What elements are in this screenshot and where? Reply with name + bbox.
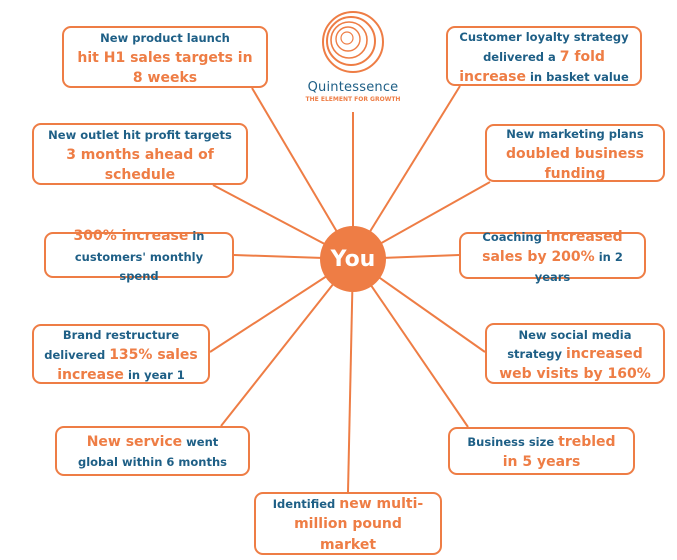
- body-text: in 2 years: [534, 249, 623, 284]
- body-text: Customer loyalty strategy delivered a: [459, 30, 629, 64]
- highlight-text: doubled business funding: [505, 145, 645, 182]
- highlight-text: 135% sales increase: [57, 346, 198, 383]
- body-text: Brand restructure delivered: [44, 328, 180, 362]
- box-text: 300% increase in customers' monthly spen…: [54, 225, 224, 284]
- body-text: went global within 6 months: [77, 435, 227, 470]
- body-text: New social media strategy: [507, 327, 632, 362]
- box-text: Coaching increased sales by 200% in 2 ye…: [469, 226, 636, 286]
- spiral-logo-icon: [322, 11, 384, 73]
- box-monthly-spend: 300% increase in customers' monthly spen…: [44, 228, 234, 283]
- box-social-media: New social media strategy increased web …: [485, 323, 665, 384]
- body-text: Coaching: [482, 229, 546, 244]
- hub-you: You: [320, 226, 386, 292]
- highlight-text: hit H1 sales targets in 8 weeks: [77, 49, 253, 86]
- box-coaching: Coaching increased sales by 200% in 2 ye…: [459, 229, 646, 284]
- box-text: New social media strategy increased web …: [495, 324, 655, 384]
- highlight-text: 3 months ahead of schedule: [66, 146, 214, 183]
- box-text: New outlet hit profit targets 3 months ah…: [42, 124, 238, 184]
- body-text: Business size: [467, 434, 559, 449]
- box-text: Customer loyalty strategy delivered a 7 …: [456, 26, 632, 86]
- body-text: in basket value: [525, 69, 629, 84]
- highlight-text: new multi-million pound market: [294, 496, 424, 553]
- connector-line: [352, 85, 461, 260]
- box-product-launch: New product launch hit H1 sales targets i…: [62, 26, 268, 88]
- body-text: New outlet hit profit targets: [48, 128, 232, 143]
- body-text: New product launch: [100, 31, 230, 46]
- box-new-service: New service went global within 6 months: [55, 426, 250, 476]
- highlight-text: increased web visits by 160%: [499, 346, 651, 383]
- quintessence-logo: Quintessence THE ELEMENT FOR GROWTH: [303, 6, 403, 112]
- logo-tagline: THE ELEMENT FOR GROWTH: [305, 96, 401, 103]
- box-text: New product launch hit H1 sales targets i…: [72, 27, 258, 87]
- body-text: New marketing plans: [506, 127, 644, 142]
- logo-name: Quintessence: [307, 80, 399, 95]
- box-business-size: Business size trebled in 5 years: [448, 427, 635, 475]
- connector-line: [352, 258, 469, 428]
- connector-line: [220, 258, 354, 427]
- body-text: Identified: [272, 497, 340, 512]
- highlight-text: 300% increase: [73, 228, 189, 245]
- box-text: Identified new multi-million pound marke…: [264, 493, 432, 553]
- highlight-text: 7 fold increase: [459, 48, 605, 85]
- highlight-text: trebled in 5 years: [502, 433, 616, 470]
- box-marketing-plans: New marketing plans doubled business fund…: [485, 124, 665, 182]
- box-text: Brand restructure delivered 135% sales i…: [42, 324, 200, 384]
- highlight-text: New service: [86, 434, 183, 451]
- highlight-text: increased sales by 200%: [482, 228, 623, 265]
- body-text: in year 1: [123, 367, 185, 382]
- body-text: in customers' monthly spend: [74, 229, 205, 284]
- box-loyalty-strategy: Customer loyalty strategy delivered a 7 …: [446, 26, 642, 86]
- box-text: Business size trebled in 5 years: [458, 431, 625, 471]
- box-text: New service went global within 6 months: [65, 431, 240, 471]
- box-new-market: Identified new multi-million pound marke…: [254, 492, 442, 555]
- connector-line: [347, 258, 354, 493]
- box-new-outlet: New outlet hit profit targets 3 months ah…: [32, 123, 248, 185]
- box-brand-restructure: Brand restructure delivered 135% sales i…: [32, 324, 210, 384]
- box-text: New marketing plans doubled business fund…: [495, 123, 655, 183]
